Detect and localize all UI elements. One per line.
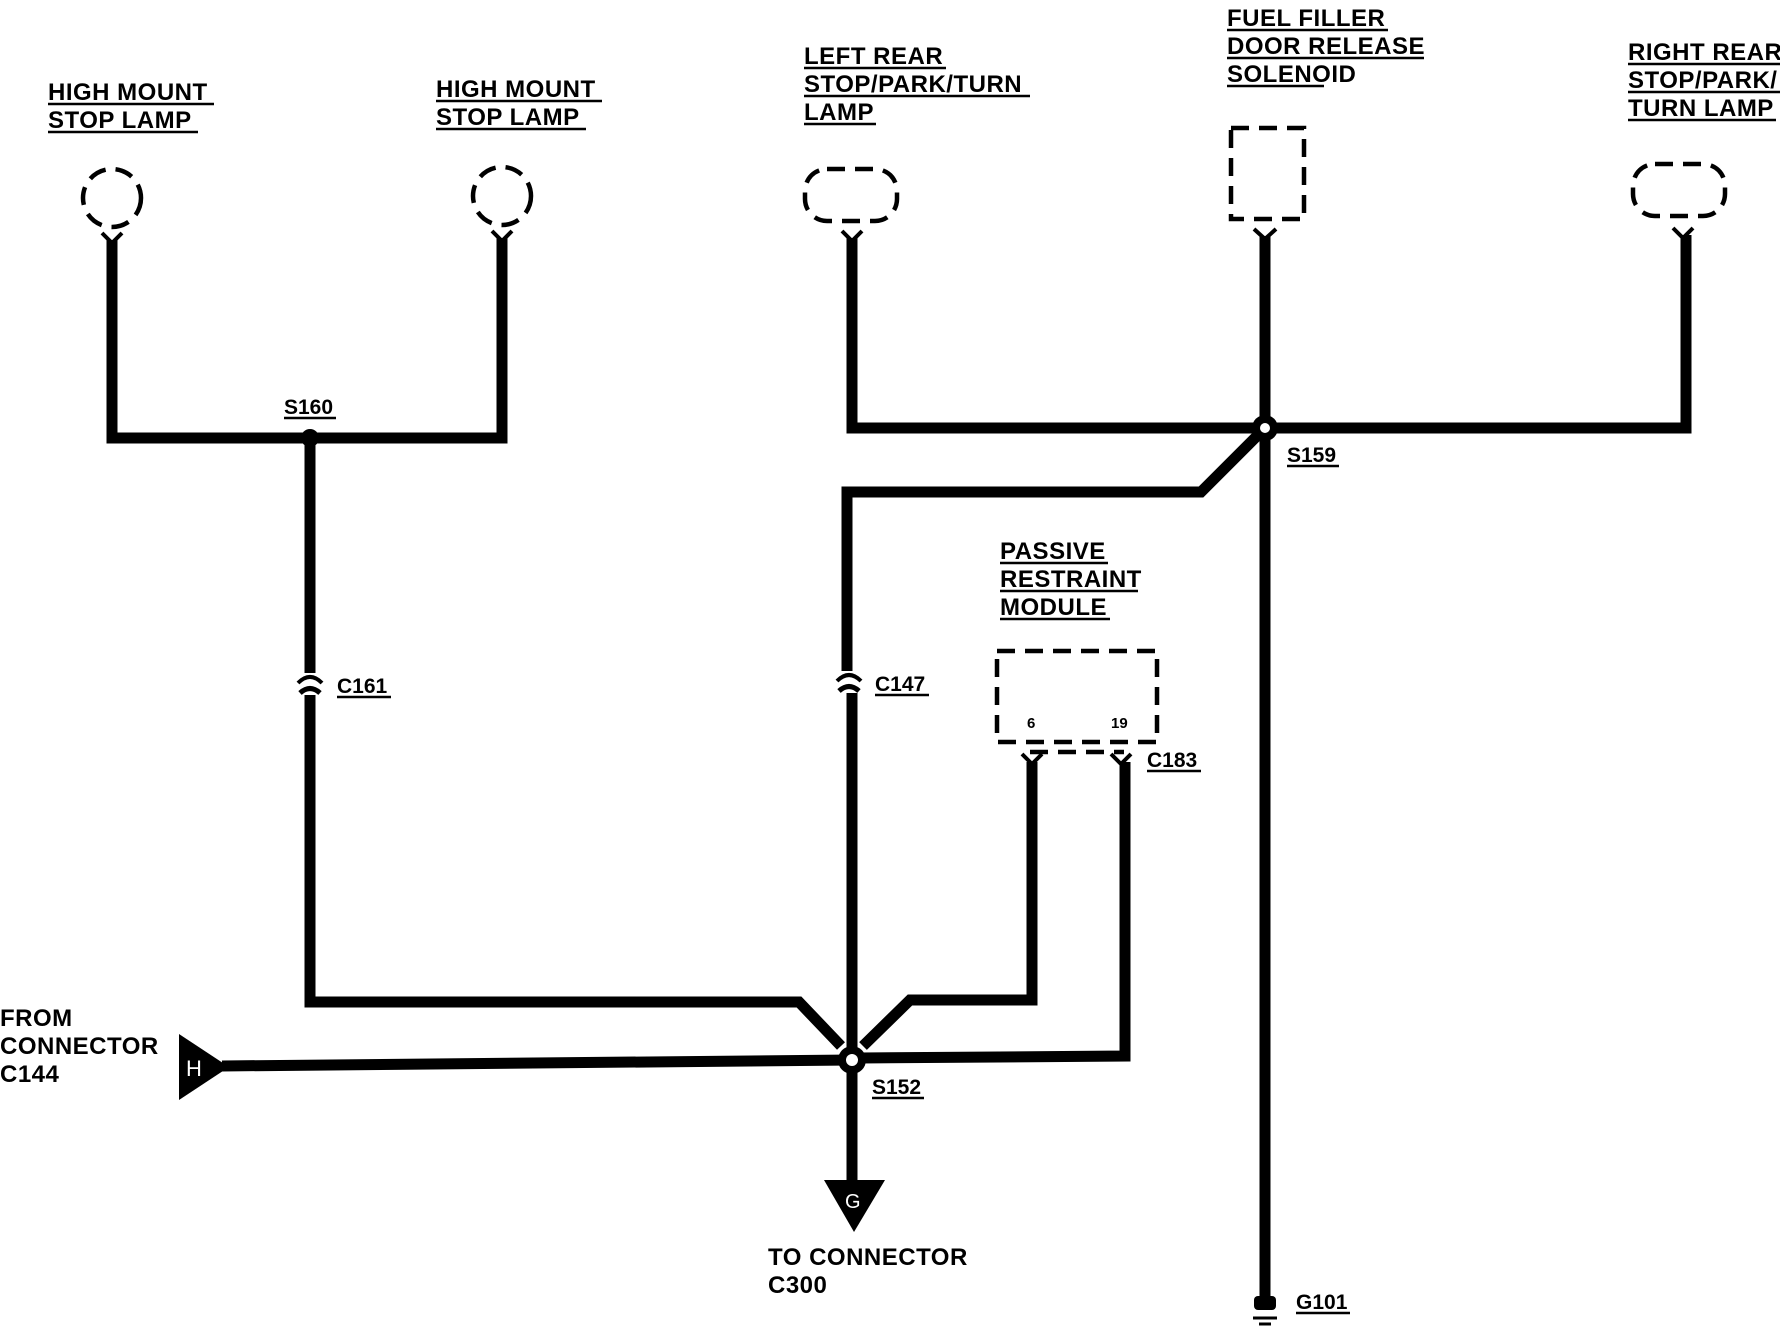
high-mount-stop-lamp-1-bulb: [80, 166, 144, 230]
label-line: TURN LAMP: [1628, 95, 1774, 122]
label-line: FUEL FILLER: [1227, 5, 1385, 32]
connector-c147-label: C147: [875, 673, 929, 697]
connector-h-letter: H: [186, 1056, 202, 1081]
passive-restraint-module-box: [994, 648, 1160, 745]
label-line: STOP LAMP: [436, 104, 580, 131]
from-connector-c144-label: FROM CONNECTOR C144: [0, 1005, 159, 1088]
c161-text: C161: [337, 675, 388, 698]
label-line: HIGH MOUNT: [436, 76, 596, 103]
wire-c144-to-s152: [221, 1054, 853, 1072]
label-line: STOP/PARK/: [1628, 67, 1777, 94]
high-mount-stop-lamp-2-label: HIGH MOUNT STOP LAMP: [436, 76, 602, 131]
connector-g-arrow-icon: G: [824, 1180, 885, 1232]
c161-connector-symbol: [296, 673, 324, 695]
label-line: CONNECTOR: [0, 1033, 159, 1060]
label-line: RESTRAINT: [1000, 566, 1142, 593]
high-mount-stop-lamp-2-bulb: [470, 164, 534, 228]
to-connector-c300-label: TO CONNECTOR C300: [768, 1244, 968, 1299]
label-line: TO CONNECTOR: [768, 1244, 968, 1271]
pin-6-label: 6: [1027, 715, 1035, 732]
right-rear-lamp-label: RIGHT REAR STOP/PARK/ TURN LAMP: [1628, 39, 1780, 122]
s152-text: S152: [872, 1076, 921, 1099]
label-line: LEFT REAR: [804, 43, 943, 70]
right-rear-lamp-bulb: [1630, 161, 1728, 219]
label-line: STOP/PARK/TURN: [804, 71, 1022, 98]
high-mount-stop-lamp-1-label: HIGH MOUNT STOP LAMP: [48, 79, 214, 134]
label-line: STOP LAMP: [48, 107, 192, 134]
c183-text: C183: [1147, 749, 1197, 772]
s159-text: S159: [1287, 444, 1336, 467]
splice-s159-label: S159: [1287, 444, 1339, 468]
label-line: HIGH MOUNT: [48, 79, 208, 106]
connector-c161-label: C161: [337, 675, 391, 699]
fuel-filler-solenoid-label: FUEL FILLER DOOR RELEASE SOLENOID: [1227, 5, 1425, 88]
wire-pin6-to-s152: [859, 762, 1038, 1050]
label-line: SOLENOID: [1227, 61, 1356, 88]
splice-s160-label: S160: [284, 396, 336, 420]
fuel-filler-solenoid-box: [1228, 125, 1307, 222]
splice-s152-center: [846, 1054, 858, 1066]
label-line: MODULE: [1000, 594, 1107, 621]
left-rear-lamp-bulb: [802, 166, 900, 224]
c147-text: C147: [875, 673, 925, 696]
ground-g101-icon: [1253, 1296, 1277, 1326]
label-line: PASSIVE: [1000, 538, 1106, 565]
ground-g101-label: G101: [1296, 1291, 1350, 1315]
label-line: DOOR RELEASE: [1227, 33, 1425, 60]
label-line: LAMP: [804, 99, 874, 126]
splice-s160-dot: [301, 429, 319, 447]
left-rear-lamp-label: LEFT REAR STOP/PARK/TURN LAMP: [804, 43, 1030, 126]
wires: [106, 235, 1692, 1303]
wire-s159-to-c147: [841, 424, 1269, 673]
pin-19-label: 19: [1111, 715, 1128, 732]
label-line: FROM: [0, 1005, 73, 1032]
splice-s159-center: [1260, 423, 1270, 433]
connector-g-letter: G: [845, 1191, 861, 1213]
splice-s152-label: S152: [872, 1076, 924, 1100]
connector-h-arrow-icon: H: [179, 1034, 229, 1100]
label-line: RIGHT REAR: [1628, 39, 1780, 66]
label-line: C300: [768, 1272, 827, 1299]
label-line: C144: [0, 1061, 60, 1088]
passive-restraint-module-label: PASSIVE RESTRAINT MODULE: [1000, 538, 1142, 621]
wire-pin19-to-s152: [859, 762, 1131, 1064]
s160-text: S160: [284, 396, 333, 419]
c147-connector-symbol: [835, 671, 863, 693]
wire-c161-to-s152: [304, 693, 845, 1050]
connector-c183-label: C183: [1147, 749, 1201, 773]
g101-text: G101: [1296, 1291, 1348, 1314]
